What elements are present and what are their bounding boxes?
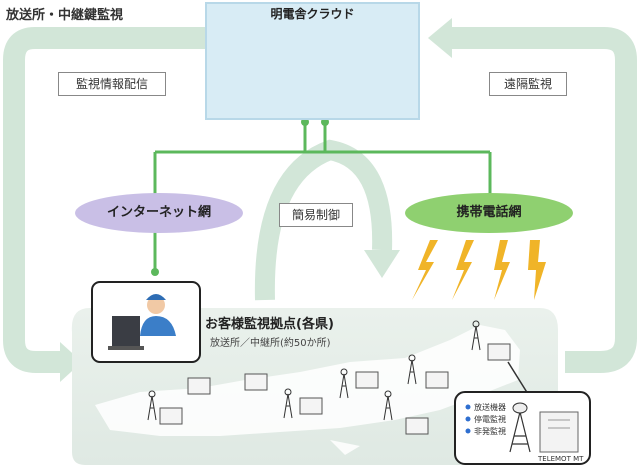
mobile-network: 携帯電話網 [405,193,573,233]
cloud-panel [205,2,420,120]
center-control-arrow [254,139,400,301]
legend-item-generator: 非発監視 [474,427,506,436]
internet-network: インターネット網 [75,193,243,233]
telemot-detail-graphic [454,391,591,465]
legend-item-power: 停電監視 [474,415,506,424]
flow-label-remote: 遠隔監視 [489,72,567,96]
loop-arrow-right [428,18,637,373]
device-label: TELEMOT MT [538,455,584,463]
cloud-label: 明電舎クラウド [270,7,355,21]
flow-label-distribution: 監視情報配信 [58,72,166,96]
loop-arrow-left [2,27,205,382]
legend-item-broadcast: 放送機器 [474,403,506,412]
wireless-signal-icons [412,240,546,300]
flow-label-control: 簡易制御 [279,203,353,227]
operator-graphic [91,281,201,363]
page-title: 放送所・中継鍵監視 [6,8,124,23]
network-connectors [153,122,492,272]
site-subtitle: 放送所／中継所(約50か所) [210,338,331,349]
site-title: お客様監視拠点(各県) [205,317,334,332]
site-equipment-icons [147,320,529,435]
connector-dots [151,118,329,276]
